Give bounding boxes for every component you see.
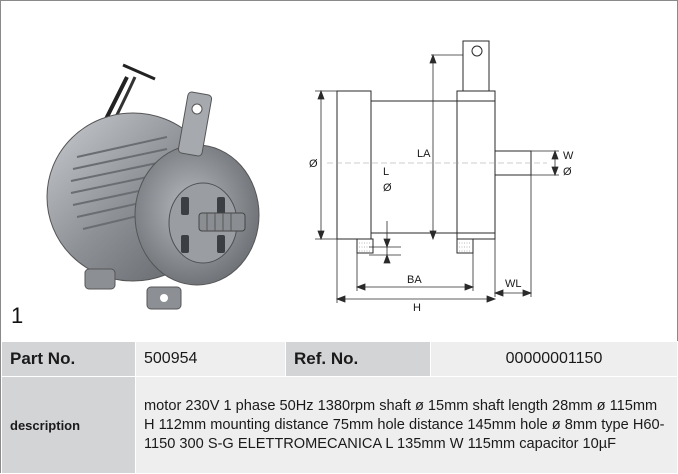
description-value: motor 230V 1 phase 50Hz 1380rpm shaft ø …	[135, 376, 678, 474]
position-number: 1	[11, 303, 24, 328]
dim-h-label: H	[413, 302, 421, 314]
ref-no-value: 00000001150	[430, 341, 678, 377]
figure-area: Ø L Ø LA W Ø BA WL H 1	[1, 1, 677, 341]
spec-row-description: description motor 230V 1 phase 50Hz 1380…	[1, 376, 678, 474]
part-no-label: Part No.	[1, 341, 136, 377]
dim-w-diameter-label: Ø	[563, 166, 572, 178]
dim-wl-label: WL	[505, 278, 522, 290]
dim-ba-label: BA	[407, 274, 422, 286]
dim-diameter-label: Ø	[309, 158, 318, 170]
dim-w-label: W	[563, 150, 574, 162]
spec-table: Part No. 500954 Ref. No. 00000001150 des…	[1, 341, 678, 474]
dimension-drawing: Ø L Ø LA W Ø BA WL H	[309, 40, 574, 314]
dim-la-label: LA	[417, 148, 431, 160]
part-no-value: 500954	[135, 341, 286, 377]
spec-row-part: Part No. 500954 Ref. No. 00000001150	[1, 341, 678, 377]
ref-no-label: Ref. No.	[285, 341, 431, 377]
motor-photo	[46, 63, 260, 310]
dim-l-label: L	[383, 166, 389, 178]
dim-l-diameter-label: Ø	[383, 182, 392, 194]
description-label: description	[1, 376, 136, 474]
